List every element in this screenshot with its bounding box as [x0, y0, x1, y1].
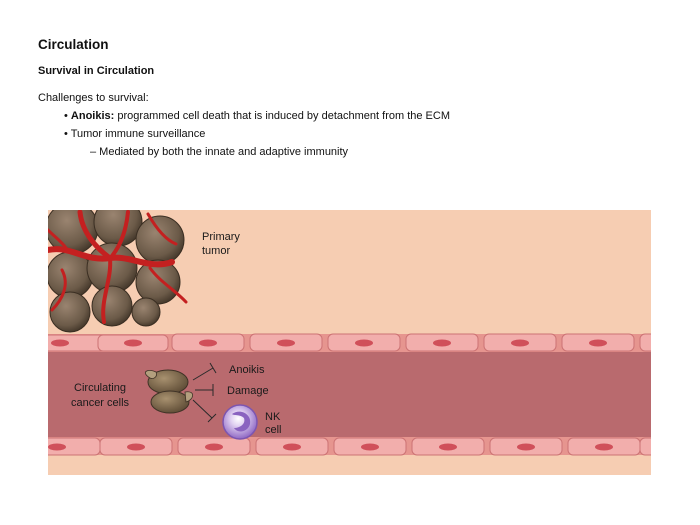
vessel-lumen	[48, 350, 651, 438]
sub-bullet-immunity: – Mediated by both the innate and adapti…	[90, 146, 349, 158]
bullet-marker: •	[64, 128, 71, 140]
lower-endothelium	[48, 437, 651, 456]
nk-label-line1: NK	[265, 411, 281, 423]
inhibition-arrows	[192, 362, 217, 423]
bullet-anoikis-text: programmed cell death that is induced by…	[114, 110, 450, 122]
intro-text: Challenges to survival:	[38, 92, 149, 104]
nk-cell	[222, 404, 258, 440]
circulating-cancer-cells	[144, 369, 194, 414]
tumor-blood-vessels	[48, 210, 188, 324]
slide-subtitle: Survival in Circulation	[38, 65, 155, 77]
slide-title: Circulation	[38, 37, 109, 52]
bullet-immune-surveillance: • Tumor immune surveillance	[64, 128, 205, 140]
bullet-anoikis: • Anoikis: programmed cell death that is…	[64, 110, 450, 122]
damage-label: Damage	[227, 385, 269, 397]
bullet-anoikis-term: Anoikis:	[70, 110, 115, 122]
circulating-label-line2: cancer cells	[71, 397, 130, 409]
primary-tumor-label-line1: Primary	[202, 231, 240, 243]
circulating-label-line1: Circulating	[74, 382, 126, 394]
nk-label-line2: cell	[265, 424, 282, 436]
bullet-immune-text: Tumor immune surveillance	[70, 128, 206, 140]
anoikis-label: Anoikis	[229, 364, 265, 376]
primary-tumor-label-line2: tumor	[202, 245, 230, 257]
upper-endothelium	[48, 333, 651, 352]
bullet-marker: •	[64, 110, 71, 122]
